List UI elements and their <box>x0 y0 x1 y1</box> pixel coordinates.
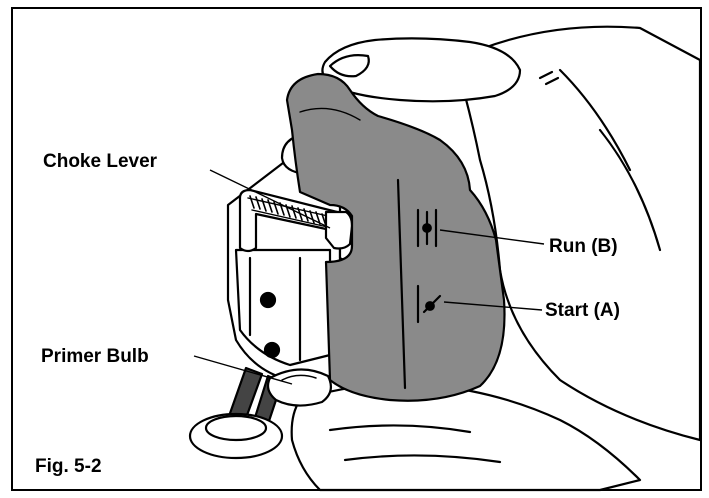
sleeve-fold-3 <box>538 70 560 86</box>
leader-primer <box>193 355 293 385</box>
label-primer-bulb: Primer Bulb <box>41 346 149 367</box>
finger-crease-2 <box>343 454 502 464</box>
figure-label: Fig. 5-2 <box>35 456 102 477</box>
thumbnail <box>328 54 370 78</box>
leader-start <box>443 301 543 311</box>
sleeve-fold-2 <box>558 68 632 172</box>
tank-cap-top <box>204 414 268 442</box>
choke-spring <box>247 195 333 229</box>
housing-ridge-2 <box>299 107 361 121</box>
finger-crease-1 <box>328 424 472 434</box>
leader-run <box>439 229 545 245</box>
control-housing <box>285 72 506 402</box>
start-symbol <box>416 284 442 324</box>
label-start: Start (A) <box>545 300 620 321</box>
label-run: Run (B) <box>549 236 618 257</box>
run-symbol <box>416 208 438 248</box>
leader-lines <box>193 169 545 385</box>
housing-ridge <box>396 178 407 390</box>
hand-sleeve <box>453 25 702 442</box>
sleeve-fold-1 <box>598 128 662 252</box>
bolt-upper <box>259 291 277 309</box>
label-choke-lever: Choke Lever <box>43 151 158 172</box>
bolt-lower <box>263 341 281 359</box>
primer-bulb-shine <box>281 374 317 381</box>
leader-choke <box>209 169 331 229</box>
choke-lever-knob <box>324 210 354 250</box>
engine-edge <box>248 256 302 362</box>
trimmer-illustration <box>188 25 702 492</box>
